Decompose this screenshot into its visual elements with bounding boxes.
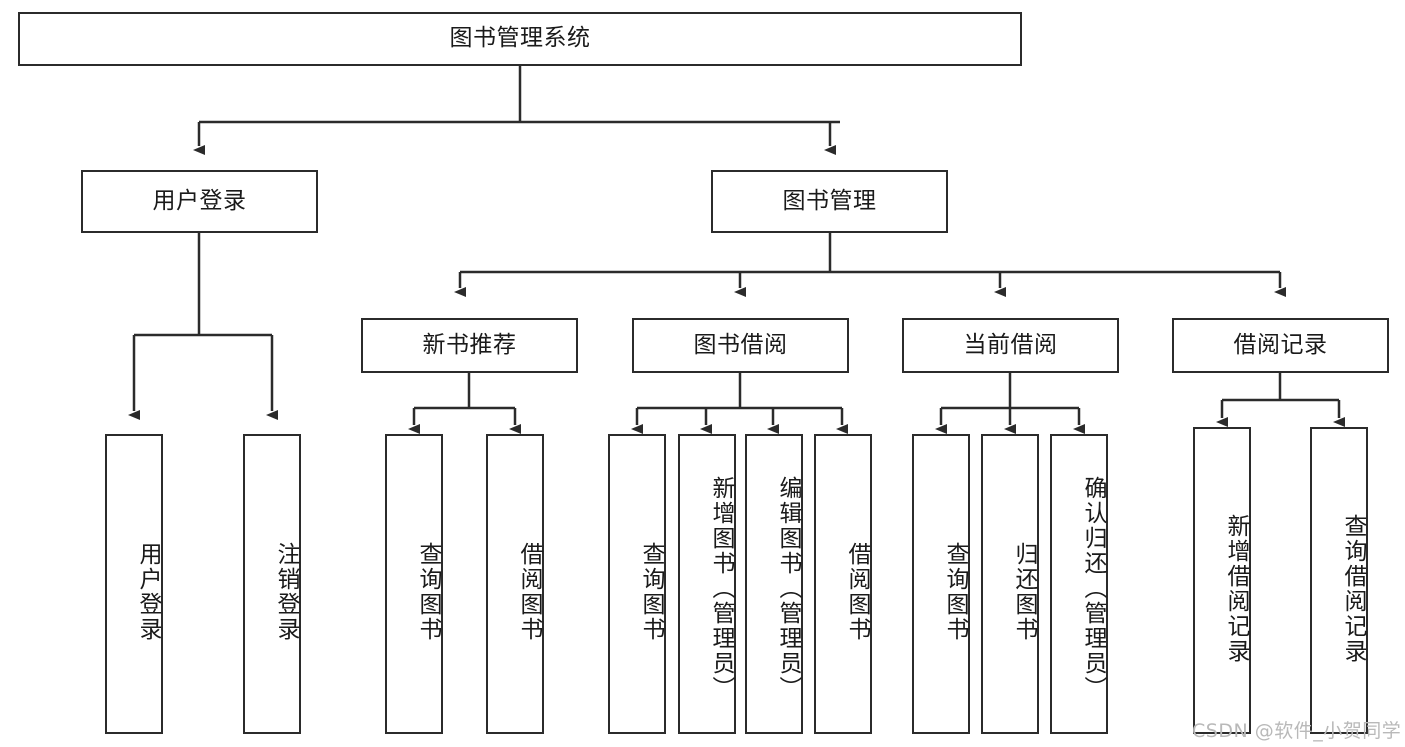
leaf-new-book-borrow-book[interactable]: 借阅图书 <box>486 434 544 734</box>
node-label: 注销登录 <box>273 542 299 642</box>
node-label: 编辑图书（管理员） <box>775 475 801 701</box>
node-label: 新增借阅记录 <box>1223 513 1249 664</box>
node-label: 图书管理 <box>782 187 877 214</box>
leaf-current-borrow-return-book[interactable]: 归还图书 <box>981 434 1039 734</box>
node-label: 归还图书 <box>1011 542 1037 642</box>
node-label: 当前借阅 <box>963 331 1058 358</box>
node-book-borrow[interactable]: 图书借阅 <box>632 318 849 373</box>
leaf-current-borrow-query-book[interactable]: 查询图书 <box>912 434 970 734</box>
leaf-book-borrow-borrow-book[interactable]: 借阅图书 <box>814 434 872 734</box>
node-label: 图书借阅 <box>693 331 788 358</box>
csdn-watermark: CSDN @软件_小贺同学 <box>1192 716 1401 743</box>
node-label: 新增图书（管理员） <box>708 475 734 701</box>
node-label: 借阅图书 <box>516 542 542 642</box>
node-label: 新书推荐 <box>422 331 517 358</box>
leaf-book-borrow-edit-book-admin[interactable]: 编辑图书（管理员） <box>745 434 803 734</box>
node-label: 确认归还（管理员） <box>1080 475 1106 701</box>
node-label: 借阅记录 <box>1233 331 1328 358</box>
leaf-book-borrow-query-book[interactable]: 查询图书 <box>608 434 666 734</box>
node-label: 查询图书 <box>942 542 968 642</box>
leaf-new-book-query-book[interactable]: 查询图书 <box>385 434 443 734</box>
node-label: 用户登录 <box>135 542 161 642</box>
node-user-login[interactable]: 用户登录 <box>81 170 318 233</box>
node-label: 借阅图书 <box>844 542 870 642</box>
node-label: 用户登录 <box>152 187 247 214</box>
node-label: 图书管理系统 <box>449 25 591 52</box>
node-book-management[interactable]: 图书管理 <box>711 170 948 233</box>
leaf-borrow-record-query-record[interactable]: 查询借阅记录 <box>1310 427 1368 734</box>
watermark-text: CSDN @软件_小贺同学 <box>1192 720 1402 742</box>
node-current-borrow[interactable]: 当前借阅 <box>902 318 1119 373</box>
leaf-user-login-logout[interactable]: 注销登录 <box>243 434 301 734</box>
leaf-user-login-login[interactable]: 用户登录 <box>105 434 163 734</box>
node-label: 查询图书 <box>638 542 664 642</box>
leaf-current-borrow-confirm-return-admin[interactable]: 确认归还（管理员） <box>1050 434 1108 734</box>
leaf-borrow-record-add-record[interactable]: 新增借阅记录 <box>1193 427 1251 734</box>
node-root-book-management-system[interactable]: 图书管理系统 <box>18 12 1022 66</box>
leaf-book-borrow-add-book-admin[interactable]: 新增图书（管理员） <box>678 434 736 734</box>
node-label: 查询图书 <box>415 542 441 642</box>
node-new-book-recommend[interactable]: 新书推荐 <box>361 318 578 373</box>
node-borrow-record[interactable]: 借阅记录 <box>1172 318 1389 373</box>
node-label: 查询借阅记录 <box>1340 513 1366 664</box>
